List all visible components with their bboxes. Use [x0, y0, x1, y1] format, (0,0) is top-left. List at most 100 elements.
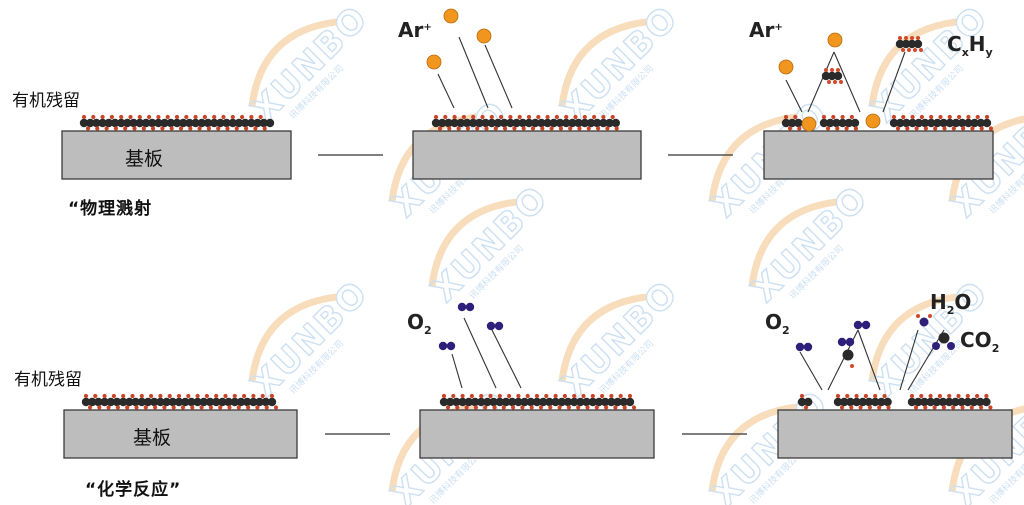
residue-atom — [919, 393, 924, 399]
hydrogen-atom — [850, 364, 854, 368]
residue-atom — [520, 405, 525, 410]
residue-atom — [158, 393, 163, 399]
residue-atom — [456, 126, 461, 131]
carbon-atom — [156, 397, 165, 407]
oxygen-molecule — [486, 321, 504, 331]
residue-atom — [452, 114, 457, 120]
hydrogen-atom — [824, 68, 828, 72]
carbon-atom — [877, 397, 886, 407]
carbon-atom — [914, 397, 923, 407]
residue-atom — [445, 405, 451, 410]
residue-atom — [979, 126, 984, 131]
carbon-atom — [125, 397, 134, 407]
residue-atom — [901, 114, 906, 120]
residue-atom — [863, 393, 869, 399]
residue-atom — [858, 405, 863, 410]
watermark-arc — [248, 18, 338, 108]
residue-chain — [819, 114, 860, 131]
carbon-atom — [619, 397, 628, 407]
carbon-atom — [514, 397, 523, 407]
carbon-atom — [181, 397, 190, 407]
carbon-atom — [982, 397, 991, 407]
watermark-arc — [748, 198, 838, 288]
carbon-atom — [526, 397, 535, 407]
residue-atom — [244, 126, 249, 131]
residue-atom — [95, 126, 100, 131]
oxygen-molecule — [837, 337, 855, 347]
residue-atom — [483, 405, 488, 410]
residue-atom — [123, 126, 128, 131]
carbon-atom — [203, 118, 213, 128]
residue-atom — [622, 405, 627, 410]
residue-atom — [797, 126, 802, 131]
carbon-atom — [833, 397, 843, 407]
residue-atom — [573, 114, 578, 120]
residue-atom — [100, 114, 105, 120]
argon-ion — [801, 116, 817, 132]
residue-atom — [160, 126, 165, 131]
residue-atom — [557, 405, 562, 410]
substrate — [412, 130, 642, 180]
carbon-atom — [914, 118, 923, 128]
carbon-atom — [895, 39, 905, 49]
carbon-atom — [512, 118, 521, 128]
residue-atom — [530, 126, 536, 131]
residue-atom — [195, 393, 200, 399]
residue-atom — [951, 405, 956, 410]
residue-atom — [262, 126, 267, 131]
residue-atom — [510, 405, 516, 410]
carbon-atom — [532, 397, 542, 407]
residue-atom — [566, 405, 572, 410]
watermark-arc — [868, 293, 958, 383]
residue-atom — [988, 405, 993, 410]
carbon-atom — [951, 118, 961, 128]
carbon-atom — [920, 118, 930, 128]
argon-ion — [476, 28, 492, 44]
carbon-atom — [495, 397, 504, 407]
residue-atom — [218, 405, 223, 410]
residue-atom — [178, 126, 184, 131]
residue-atom — [225, 126, 230, 131]
argon-ion — [426, 54, 442, 70]
residue-atom — [234, 126, 239, 131]
residue-atom — [614, 126, 619, 131]
carbon-atom — [475, 118, 484, 128]
residue-atom — [451, 393, 456, 399]
carbon-atom — [913, 39, 923, 49]
residue-atom — [216, 126, 221, 131]
residue-atom — [169, 126, 174, 131]
residue-atom — [221, 114, 226, 120]
co2-carbon — [938, 332, 950, 344]
carbon-atom — [79, 118, 89, 128]
carbon-atom — [945, 397, 954, 407]
residue-atom — [938, 114, 943, 120]
residue-atom — [151, 126, 156, 131]
residue-atom — [180, 405, 186, 410]
carbon-atom — [969, 397, 979, 407]
carbon-atom — [94, 397, 103, 407]
residue-atom — [590, 393, 595, 399]
residue-layers — [79, 114, 994, 410]
hydrogen-atom — [833, 80, 837, 84]
oxygen-atom — [845, 337, 855, 347]
residue-chain — [81, 393, 279, 410]
residue-atom — [433, 114, 439, 120]
residue-atom — [484, 126, 489, 131]
carbon-atom — [613, 397, 622, 407]
hydrogen-atom — [836, 68, 840, 72]
trajectory-line — [857, 329, 881, 391]
carbon-atom — [92, 118, 101, 128]
residue-atom — [844, 126, 849, 131]
residue-atom — [197, 126, 202, 131]
hydrogen-atom — [901, 48, 905, 52]
ion-trajectories — [437, 36, 945, 391]
carbon-atom — [100, 397, 109, 407]
residue-atom — [81, 114, 87, 120]
carbon-atom — [487, 118, 496, 128]
carbon-atom — [864, 397, 874, 407]
carbon-atom — [216, 118, 225, 128]
substrate — [763, 130, 994, 180]
carbon-atom — [123, 118, 132, 128]
residue-atom — [594, 405, 599, 410]
carbon-atom — [576, 397, 585, 407]
